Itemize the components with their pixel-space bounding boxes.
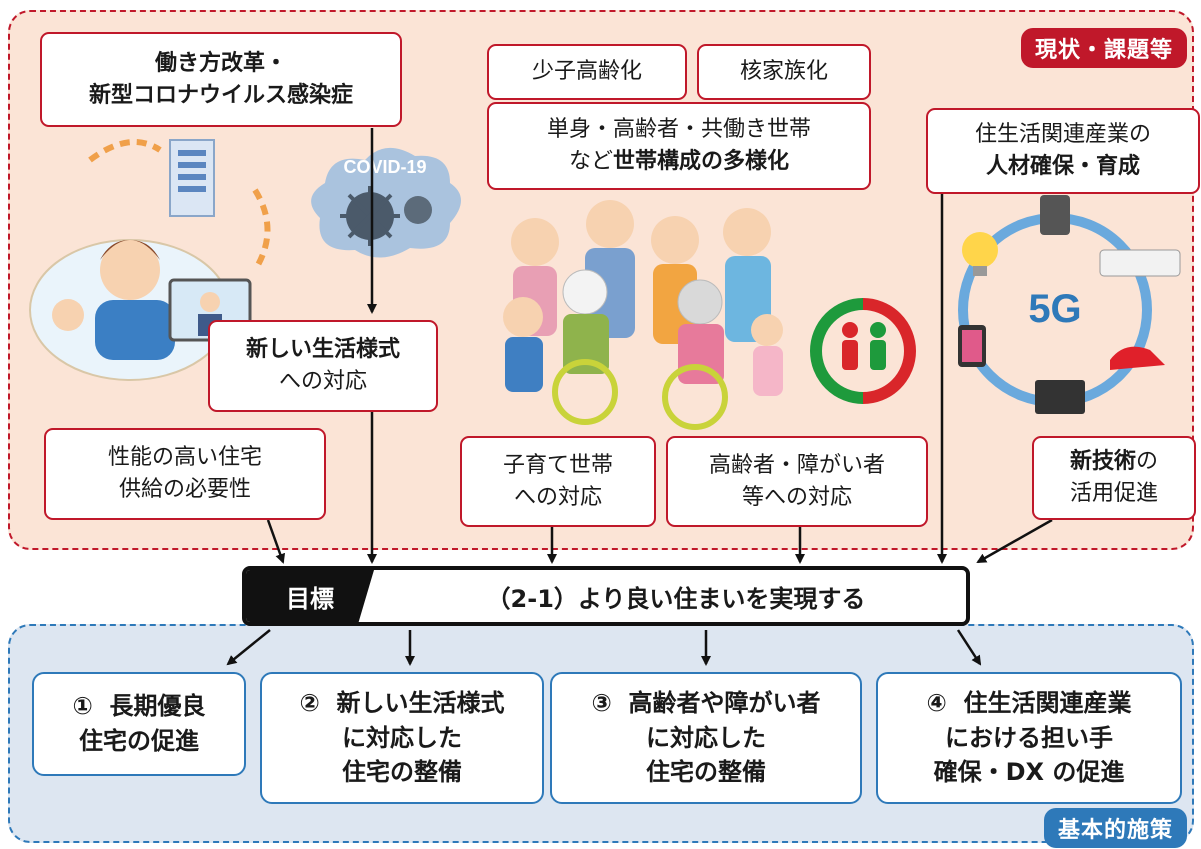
box-new-lifestyle: 新しい生活様式 への対応 (208, 320, 438, 412)
box-new-technology: 新技術の 活用促進 (1032, 436, 1196, 520)
box-work-style-covid: 働き方改革・ 新型コロナウイルス感染症 (40, 32, 402, 127)
measure-1-line1: ① 長期優良 (72, 692, 206, 721)
5g-label: 5G (1028, 287, 1081, 331)
box-declining-birthrate: 少子高齢化 (487, 44, 687, 100)
box-elderly-disabled: 高齢者・障がい者 等への対応 (666, 436, 928, 527)
box-household-line2: など世帯構成の多様化 (489, 146, 869, 178)
box-new-lifestyle-line2: への対応 (278, 369, 367, 394)
basic-measures-tag: 基本的施策 (1043, 808, 1187, 848)
box-nuclear-family-text: 核家族化 (739, 59, 828, 85)
box-household-diversification: 単身・高齢者・共働き世帯 など世帯構成の多様化 (487, 102, 871, 190)
5g-tech-illustration: 5G (958, 195, 1181, 414)
box-elderly-line2: 等への対応 (741, 484, 852, 510)
telework-illustration (29, 139, 271, 381)
universal-design-logo (810, 298, 916, 404)
measure-2-line1: ② 新しい生活様式 (299, 688, 505, 717)
goal-bar: 目標 （2-1）より良い住まいを実現する (242, 566, 970, 626)
covid-label: COVID-19 (343, 157, 426, 177)
box-childcare-line1: 子育て世帯 (502, 452, 613, 478)
box-childcare-line2: への対応 (513, 484, 602, 510)
box-tech-line1-rest: の (1136, 449, 1159, 475)
box-high-performance-housing: 性能の高い住宅 供給の必要性 (44, 428, 326, 520)
box-household-line2-bold: 世帯構成の多様化 (613, 149, 790, 174)
box-tech-line1-bold: 新技術 (1069, 449, 1136, 475)
goal-text: （2-1）より良い住まいを実現する (486, 584, 866, 613)
goal-label: 目標 (246, 570, 374, 622)
measure-2-line2: に対応した (342, 723, 462, 752)
covid-illustration: COVID-19 (311, 147, 461, 258)
box-household-line1: 単身・高齢者・共働き世帯 (546, 117, 811, 143)
measure-3-line1: ③ 高齢者や障がい者 (591, 688, 821, 717)
measure-1-line2: 住宅の促進 (79, 727, 199, 755)
box-declining-birthrate-text: 少子高齢化 (531, 59, 642, 85)
measure-box-3: ③ 高齢者や障がい者 に対応した 住宅の整備 (550, 672, 862, 804)
box-child-rearing: 子育て世帯 への対応 (460, 436, 656, 527)
measure-4-line1: ④ 住生活関連産業 (926, 688, 1132, 717)
box-tech-line1: 新技術の (1034, 446, 1194, 478)
measure-4-line3: 確保・DX の促進 (933, 758, 1125, 787)
box-industry-line1: 住生活関連産業の (974, 122, 1151, 148)
measure-3-line3: 住宅の整備 (646, 758, 766, 787)
box-industry-workforce: 住生活関連産業の 人材確保・育成 (926, 108, 1200, 194)
box-work-style-covid-line1: 働き方改革・ (154, 50, 287, 76)
measure-2-line3: 住宅の整備 (342, 758, 462, 787)
box-household-line2-pre: など (568, 149, 613, 174)
measure-4-line2: における担い手 (945, 723, 1113, 752)
measure-box-1: ① 長期優良 住宅の促進 (32, 672, 246, 776)
measure-box-4: ④ 住生活関連産業 における担い手 確保・DX の促進 (876, 672, 1182, 804)
box-tech-line2: 活用促進 (1069, 481, 1158, 506)
measure-box-2: ② 新しい生活様式 に対応した 住宅の整備 (260, 672, 544, 804)
current-issues-tag: 現状・課題等 (1020, 28, 1187, 68)
box-performance-line2: 供給の必要性 (118, 477, 251, 502)
family-illustration (503, 200, 783, 430)
measure-3-line2: に対応した (646, 723, 766, 752)
box-industry-line2: 人材確保・育成 (985, 154, 1140, 179)
box-new-lifestyle-line1: 新しい生活様式 (245, 337, 400, 363)
box-performance-line1: 性能の高い住宅 (107, 445, 262, 471)
box-nuclear-family: 核家族化 (697, 44, 871, 100)
box-work-style-covid-line2: 新型コロナウイルス感染症 (88, 82, 353, 108)
box-elderly-line1: 高齢者・障がい者 (708, 452, 885, 478)
